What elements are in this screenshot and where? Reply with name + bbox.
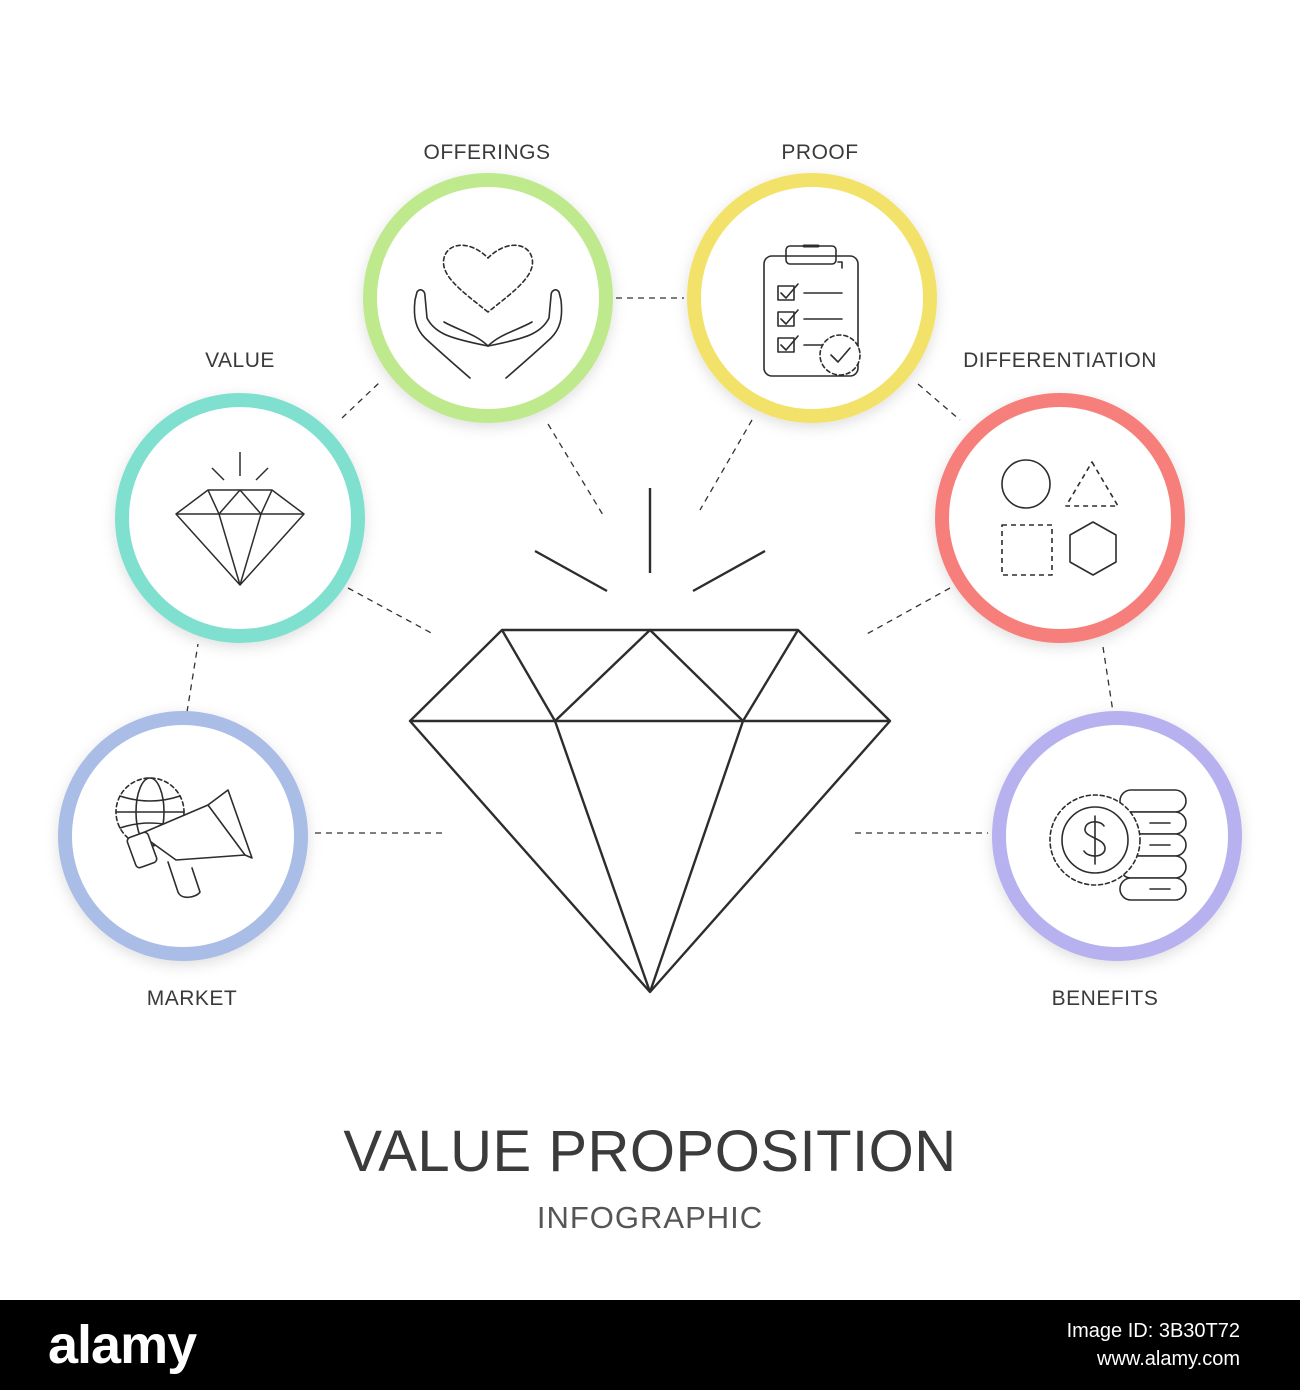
main-title: VALUE PROPOSITION [343, 1119, 957, 1184]
clipboard-checklist-icon [763, 244, 861, 377]
image-id-text: Image ID: 3B30T72 [1066, 1320, 1240, 1342]
central-diamond-icon [408, 488, 892, 994]
globe-megaphone-icon [115, 777, 253, 899]
watermark-footer: alamy Image ID: 3B30T72 www.alamy.com [0, 1300, 1300, 1390]
differentiation-label: DIFFERENTIATION [963, 349, 1157, 372]
dashed-connectors [186, 297, 1114, 834]
value-label: VALUE [205, 349, 275, 372]
proof-label: PROOF [781, 141, 859, 164]
benefits-label: BENEFITS [1051, 987, 1159, 1010]
site-url-text: www.alamy.com [1097, 1348, 1240, 1370]
shapes-icon [1001, 459, 1119, 576]
subtitle: INFOGRAPHIC [536, 1200, 764, 1235]
hands-heart-icon [413, 244, 563, 379]
diamond-icon [175, 452, 305, 586]
alamy-logo: alamy [48, 1315, 197, 1375]
offerings-label: OFFERINGS [423, 141, 551, 164]
infographic-stage: OFFERINGS PROOF VALUE DIFFERENTIATION MA… [58, 141, 1242, 1235]
dollar-coins-icon [1049, 789, 1187, 901]
offerings-circle [363, 173, 613, 423]
value-circle [115, 393, 365, 643]
differentiation-circle [935, 393, 1185, 643]
diagram-canvas [58, 173, 1242, 994]
proof-circle [687, 173, 937, 423]
market-label: MARKET [146, 987, 238, 1010]
